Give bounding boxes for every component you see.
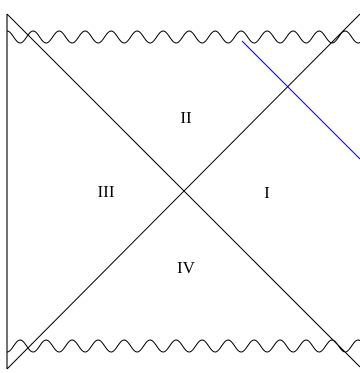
future-singularity-wavy-line [6,30,360,44]
region-label-iv: IV [177,258,196,277]
region-label-ii: II [180,108,192,127]
region-label-iii: III [98,182,115,201]
light-ray-line [241,40,360,160]
horizon-line-ascending [6,13,360,370]
past-singularity-wavy-line [6,339,360,353]
horizon-line-descending [6,13,360,368]
region-label-i: I [264,183,270,202]
